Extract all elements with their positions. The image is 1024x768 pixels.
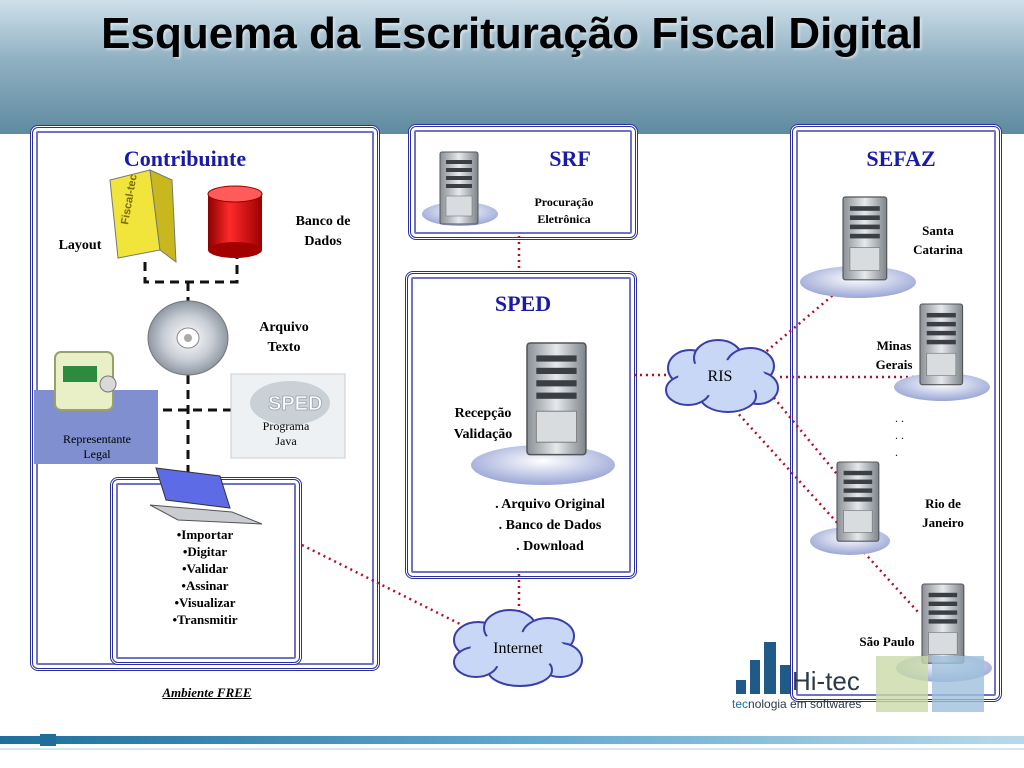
state-santa-catarina: Santa Catarina <box>913 223 963 257</box>
srf-title: SRF <box>549 146 591 171</box>
laptop-icon <box>149 467 263 525</box>
tagline-tec: tec <box>732 697 749 711</box>
sped-item-banco: . Banco de Dados <box>498 518 602 533</box>
deco-image-1 <box>876 656 928 712</box>
layout-label: Layout <box>58 238 102 253</box>
sefaz-ellipsis: . . . . . <box>895 411 904 459</box>
hi-tec-name: Hi-tec <box>792 666 860 696</box>
minas-gerais-server-icon <box>894 303 990 401</box>
santa-catarina-server-icon <box>800 196 916 298</box>
network-links <box>301 236 920 627</box>
header-band <box>0 0 1024 134</box>
state-sao-paulo: São Paulo <box>859 634 915 649</box>
recepcao-label: Recepção Validação <box>453 406 513 442</box>
sped-item-download: . Download <box>516 539 584 554</box>
programa-java-label: Programa Java <box>262 419 310 448</box>
state-minas-gerais: Minas Gerais <box>875 338 913 372</box>
state-rio-de-janeiro: Rio de Janeiro <box>922 496 964 530</box>
hi-tec-tagline: tecnologia em softwares <box>732 697 861 711</box>
action-digitar: •Digitar <box>182 544 228 559</box>
sped-logo-icon: SPED <box>230 373 346 459</box>
cd-icon <box>147 300 229 376</box>
footer-line <box>0 748 1024 750</box>
tagline-rest: nologia em softwares <box>748 697 862 711</box>
procuracao-label: Procuração Eletrônica <box>534 195 594 226</box>
sped-item-arquivo: . Arquivo Original <box>495 497 605 512</box>
action-transmitir: •Transmitir <box>172 612 238 627</box>
certificate-icon <box>34 351 158 464</box>
actions-panel <box>110 477 302 665</box>
sped-title: SPED <box>494 291 552 316</box>
sped-items: . Arquivo Original . Banco de Dados . Do… <box>470 494 630 557</box>
fiscal-tec-box-icon: Fiscal-tec <box>109 169 177 264</box>
sefaz-title: SEFAZ <box>866 146 936 171</box>
internet-cloud-icon <box>453 609 583 687</box>
contribuinte-title: Contribuinte <box>123 146 247 171</box>
contribuinte-connectors <box>143 258 239 475</box>
page-title: Esquema da Escrituração Fiscal Digital <box>101 9 923 58</box>
footer-bar <box>0 736 1024 744</box>
sped-logo-text: SPED <box>268 393 322 415</box>
banco-dados-label: Banco de Dados <box>295 214 351 249</box>
ris-cloud-icon <box>665 339 779 413</box>
srf-server-icon <box>422 151 498 226</box>
deco-image-2 <box>932 656 984 712</box>
action-assinar: •Assinar <box>181 578 229 593</box>
representante-legal-label: Representante Legal <box>63 432 131 461</box>
ambiente-free-label: Ambiente FREE <box>162 685 252 700</box>
ris-label: RIS <box>707 368 733 385</box>
footer-accent <box>40 734 56 746</box>
database-icon <box>207 185 263 258</box>
action-visualizar: •Visualizar <box>174 595 236 610</box>
action-importar: •Importar <box>176 527 234 542</box>
hi-tec-logo-icon <box>736 642 790 694</box>
action-validar: •Validar <box>182 561 228 576</box>
sped-panel <box>405 271 637 579</box>
rio-de-janeiro-server-icon <box>810 461 890 555</box>
sped-server-icon <box>471 342 615 485</box>
actions-list: •Importar •Digitar •Validar •Assinar •Vi… <box>120 526 290 628</box>
arquivo-texto-label: Arquivo Texto <box>259 320 309 355</box>
internet-label: Internet <box>493 640 543 657</box>
